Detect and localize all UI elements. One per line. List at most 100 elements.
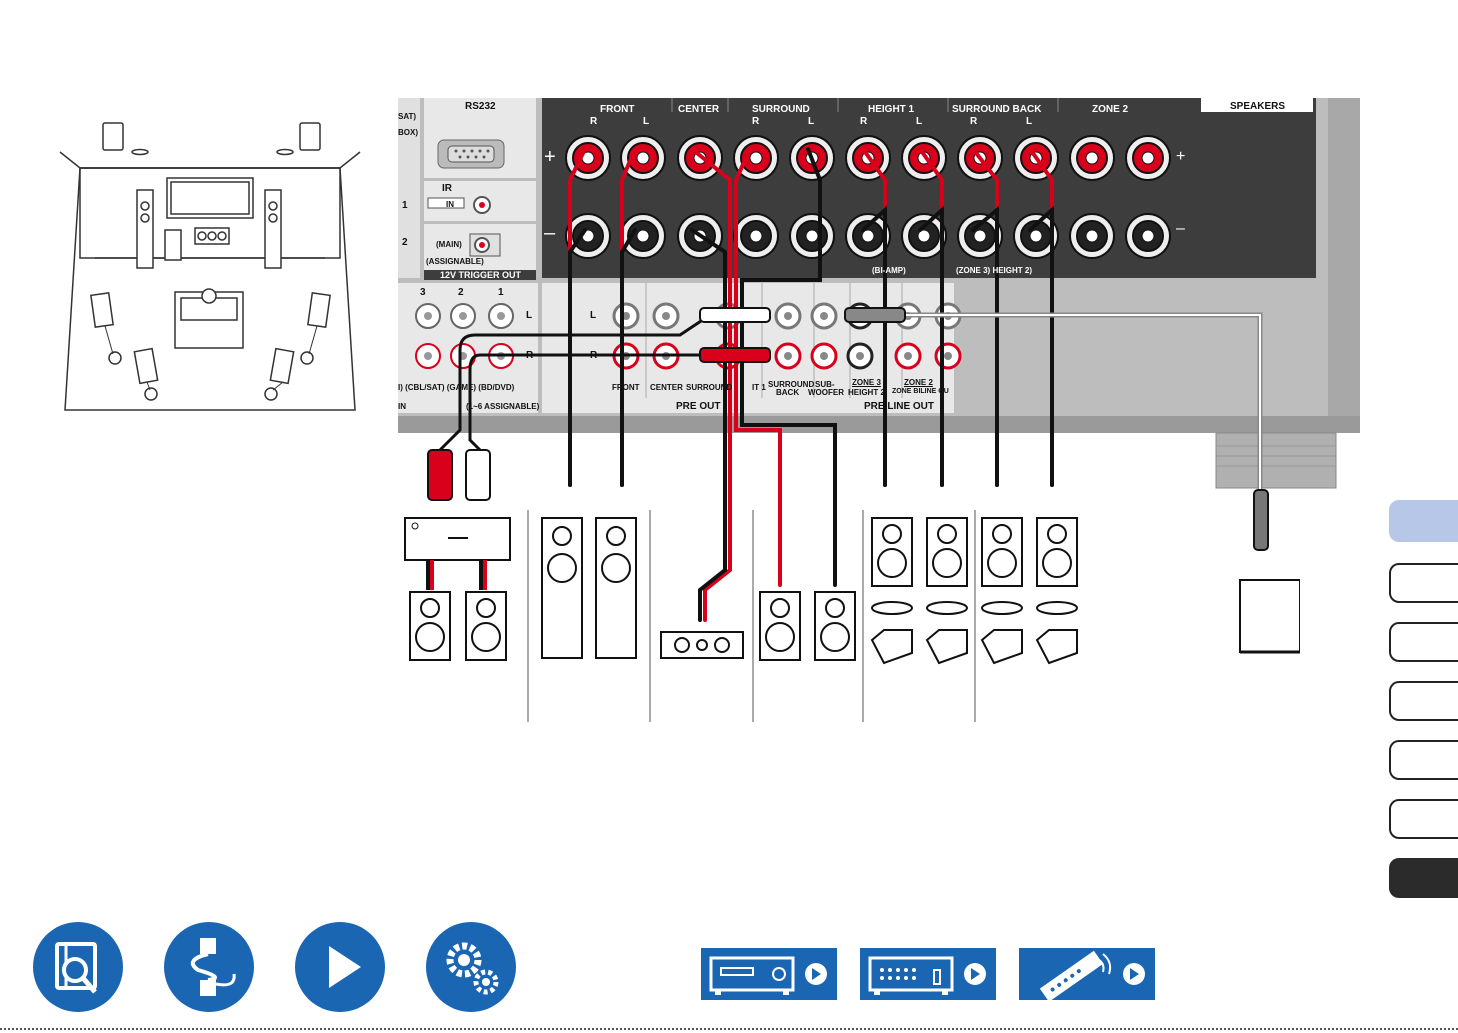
speaker-driver (820, 622, 850, 652)
rca-jack-pin (904, 352, 912, 360)
front-panel-icon[interactable] (701, 948, 837, 1000)
dolby-elevation-speaker (1035, 629, 1078, 665)
rs232-label: RS232 (465, 101, 496, 112)
rca-jack-pin (856, 352, 864, 360)
terminal-post (1141, 151, 1155, 165)
speaker-driver (987, 548, 1017, 578)
terminal-post (1141, 229, 1155, 243)
manual-search-icon[interactable] (33, 922, 123, 1012)
surround-back-2: BACK (776, 388, 800, 397)
speaker-driver (992, 524, 1012, 544)
height1-r: R (860, 116, 868, 127)
speaker-driver (606, 526, 626, 546)
section-tab-7[interactable] (1389, 858, 1458, 898)
terminal-post (636, 229, 650, 243)
input-l: L (526, 310, 533, 321)
sb-l: L (1026, 116, 1033, 127)
rca-jack-pin (784, 312, 792, 320)
subwoofer-2: WOOFER (808, 388, 844, 397)
ir-label: IR (442, 183, 452, 194)
pre-height1: IT 1 (752, 383, 766, 392)
rca-jack-pin (784, 352, 792, 360)
pre-surround: SURROUND (686, 383, 733, 392)
terminal-post (1029, 229, 1043, 243)
room-layout-diagram (59, 122, 361, 411)
box-label: BOX) (398, 128, 418, 137)
dolby-elevation-speaker (925, 629, 968, 665)
group-zone2: ZONE 2 (1092, 104, 1129, 115)
biamp-label: (BI-AMP) (872, 266, 906, 275)
zone3-2: HEIGHT 2 (848, 388, 885, 397)
rca-jack-pin (820, 352, 828, 360)
sat-label: SAT) (398, 112, 417, 121)
surround-back-1: SURROUND (768, 380, 815, 389)
rca-jack-pin (662, 312, 670, 320)
trigger-2-label: 2 (402, 237, 408, 248)
pre-out-label: PRE OUT (676, 401, 721, 412)
input-r: R (526, 350, 534, 361)
pre-l: L (590, 310, 597, 321)
remote-control-icon[interactable] (1019, 948, 1155, 1002)
play-icon[interactable] (295, 922, 385, 1012)
front-l: L (643, 116, 650, 127)
settings-icon[interactable] (426, 922, 516, 1012)
terminal-post (636, 151, 650, 165)
terminal-post (861, 229, 875, 243)
input-assignable: (1~6 ASSIGNABLE) (466, 402, 540, 411)
pre-line-out-label: PRE LINE OUT (864, 401, 935, 412)
pre-r: R (590, 350, 598, 361)
zone3-height2-label: (ZONE 3) HEIGHT 2) (956, 266, 1033, 275)
speakers-label: SPEAKERS (1230, 101, 1286, 112)
speaker-driver (420, 598, 440, 618)
section-tab-4[interactable] (1389, 681, 1458, 721)
connection-icon[interactable] (164, 922, 254, 1012)
section-tab-2[interactable] (1389, 563, 1458, 603)
speaker-driver (552, 526, 572, 546)
speaker-driver (601, 553, 631, 583)
rear-panel-icon[interactable] (860, 948, 996, 1000)
section-tab-5[interactable] (1389, 740, 1458, 780)
speaker-driver (1042, 548, 1072, 578)
speaker-driver (415, 622, 445, 652)
wiring-diagram (404, 147, 1300, 722)
main-label: (MAIN) (436, 240, 462, 249)
speaker-driver (825, 598, 845, 618)
speaker-driver (476, 598, 496, 618)
section-tab-6[interactable] (1389, 799, 1458, 839)
zone2-1: ZONE 2 (904, 378, 933, 387)
front-r: R (590, 116, 598, 127)
group-surround-back: SURROUND BACK (952, 104, 1042, 115)
dolby-elevation-speaker (980, 629, 1023, 665)
ir-in-label: IN (446, 200, 454, 209)
pre-center: CENTER (650, 383, 683, 392)
speaker-driver (932, 548, 962, 578)
section-tab-3[interactable] (1389, 622, 1458, 662)
terminal-post (1085, 229, 1099, 243)
speaker-driver (765, 622, 795, 652)
plus-right: + (1176, 148, 1186, 165)
surround-l: L (808, 116, 815, 127)
group-height1: HEIGHT 1 (868, 104, 915, 115)
assignable-label: (ASSIGNABLE) (426, 257, 484, 266)
section-tab-1[interactable] (1389, 500, 1458, 542)
group-surround: SURROUND (752, 104, 810, 115)
dolby-elevation-speaker (870, 629, 913, 665)
zone2-2: ZONE BILINE OU (892, 388, 949, 395)
terminal-post (749, 229, 763, 243)
ceiling-speaker (981, 601, 1023, 615)
ceiling-speaker (1036, 601, 1078, 615)
pre-front: FRONT (612, 383, 640, 392)
minus-right: – (1176, 220, 1185, 237)
height1-l: L (916, 116, 923, 127)
group-center: CENTER (678, 104, 720, 115)
input-num-1: 1 (498, 287, 504, 298)
speaker-driver (937, 524, 957, 544)
terminal-post (749, 151, 763, 165)
input-num-2: 2 (458, 287, 464, 298)
trigger-out-label: 12V TRIGGER OUT (440, 270, 522, 280)
in-label: IN (398, 402, 406, 411)
speaker-driver (882, 524, 902, 544)
rca-jack-pin (944, 352, 952, 360)
speaker-driver (471, 622, 501, 652)
terminal-post (1085, 151, 1099, 165)
